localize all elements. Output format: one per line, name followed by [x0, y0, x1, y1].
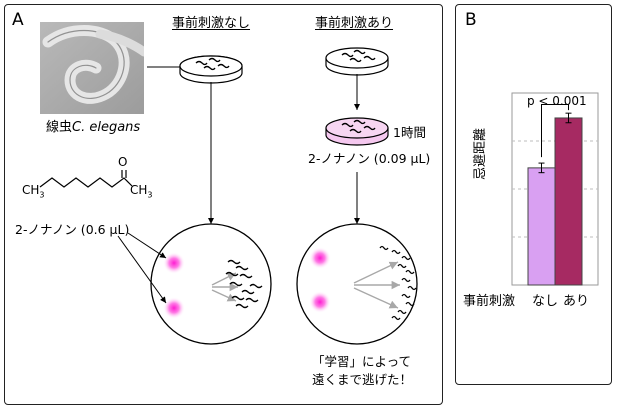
assay-dose-label: 2-ノナノン (0.6 μL): [15, 222, 130, 237]
molecule-ch3-left-text: CH: [22, 183, 40, 197]
p-value-label: p < 0.001: [527, 94, 587, 108]
x-tick-label: なし: [532, 294, 559, 309]
worm-caption: 線虫C. elegans: [46, 121, 140, 134]
result-line-2: 遠くまで逃げた！: [312, 372, 413, 387]
worm-photo-drawing: [40, 22, 144, 114]
molecule-ch3-left: CH3: [22, 184, 45, 199]
preexposure-dose-label: 2-ノナノン (0.09 μL): [308, 151, 431, 166]
panel-a-label: A: [12, 10, 24, 30]
x-tick-label: あり: [563, 294, 590, 309]
y-axis-label: 忌避距離: [473, 127, 488, 180]
condition-none-heading: 事前刺激なし: [172, 16, 251, 31]
worm-photo: [40, 22, 144, 114]
panel-b-label: B: [465, 10, 477, 30]
worm-caption-species: C. elegans: [72, 120, 141, 135]
result-line-1: 「学習」によって: [312, 354, 412, 369]
x-axis-label: 事前刺激: [463, 294, 516, 309]
worm-caption-prefix: 線虫: [46, 120, 73, 135]
molecule-ch3-right-sub: 3: [147, 190, 153, 200]
molecule-ch3-left-sub: 3: [39, 190, 45, 200]
molecule-ch3-right-text: CH: [130, 183, 148, 197]
molecule-oxygen: O: [118, 155, 128, 169]
duration-label: 1時間: [393, 125, 426, 140]
molecule-ch3-right: CH3: [130, 184, 153, 199]
panel-b: [455, 4, 612, 385]
condition-with-heading: 事前刺激あり: [315, 16, 394, 31]
